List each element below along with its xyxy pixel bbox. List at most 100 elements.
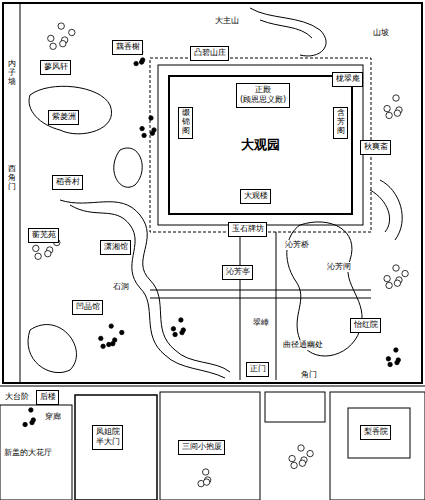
- building-name: 沁芳亭: [225, 267, 250, 277]
- building-name: 蘅芜苑: [31, 230, 56, 240]
- tree-symbol: [386, 112, 392, 118]
- tree-symbol: [394, 110, 400, 116]
- building-name: 正殿: [239, 85, 287, 95]
- hill: [28, 325, 76, 373]
- building-name: 三间小抱厦: [181, 442, 222, 452]
- courtyard: [75, 395, 157, 500]
- building-box: 正门: [246, 362, 269, 377]
- terrace-edge: [150, 58, 371, 232]
- place-label: 曲径通幽处: [282, 340, 324, 350]
- building-box: 正殿(顾恩思义殿): [236, 83, 290, 108]
- building-box: 三间小抱厦: [178, 440, 225, 455]
- place-label: 大主山: [214, 16, 240, 26]
- place-label: 石洞: [112, 282, 130, 292]
- tree-symbol: [384, 275, 390, 281]
- building-name: 秋爽斋: [363, 142, 388, 152]
- building-box: 凹晶馆: [72, 300, 103, 315]
- tree-symbol: [394, 348, 398, 352]
- place-label: 穿廊: [44, 412, 62, 422]
- building-name: 大观楼: [243, 191, 268, 201]
- tree-symbol: [394, 280, 400, 286]
- stream-bank: [70, 205, 225, 378]
- building-name: 藕香榭: [115, 42, 140, 52]
- place-label: 沁芳闸: [326, 262, 352, 272]
- building-name: 玉石牌坊: [231, 224, 264, 234]
- tree-symbol: [203, 479, 209, 485]
- tree-symbol: [149, 116, 153, 120]
- palace-compound: 大观园正殿(顾恩思义殿)缀锦阁含芳阁大观楼: [168, 75, 353, 215]
- tree-symbol: [307, 450, 313, 456]
- building-box: 凤姐院半大门: [92, 425, 123, 450]
- building-box: 怡红院: [350, 318, 381, 333]
- tree-symbol: [171, 327, 175, 331]
- tree-symbol: [402, 270, 408, 276]
- building-name: 凤姐院: [95, 427, 120, 437]
- tree-symbol: [299, 460, 305, 466]
- building-box: 大观楼: [240, 189, 271, 204]
- building-name: 缀锦阁: [182, 109, 190, 135]
- tree-symbol: [30, 420, 34, 424]
- building-name: 凸碧山庄: [193, 48, 226, 58]
- building-box: 栊翠庵: [332, 72, 363, 87]
- tree-symbol: [107, 342, 111, 346]
- tree-symbol: [134, 61, 138, 65]
- building-box: 缀锦阁: [178, 107, 193, 139]
- tree-symbol: [33, 245, 39, 251]
- tree-symbol: [48, 35, 54, 41]
- mansion-wall: [0, 386, 425, 387]
- cross-road: [150, 290, 371, 298]
- building-box: 蘅芜苑: [28, 228, 59, 243]
- tree-symbol: [45, 251, 51, 257]
- tree-symbol: [393, 95, 399, 101]
- tree-symbol: [384, 105, 390, 111]
- hill: [250, 8, 326, 56]
- tree-symbol: [60, 41, 66, 47]
- place-label: 山坡: [372, 28, 390, 38]
- building-name: 半大门: [95, 437, 120, 447]
- tree-symbol: [99, 336, 103, 340]
- tree-symbol: [386, 282, 392, 288]
- tree-symbol: [395, 360, 399, 364]
- tree-symbol: [50, 43, 56, 49]
- building-box: 紫菱洲: [48, 110, 79, 125]
- building-box: 秋爽斋: [360, 140, 391, 155]
- building-box: 含芳阁: [333, 107, 348, 139]
- building-box: 梨香院: [360, 425, 391, 440]
- tree-symbol: [179, 318, 183, 322]
- building-name: 后楼: [39, 392, 56, 402]
- gate-label: 西角门: [7, 165, 17, 191]
- place-label: 沁芳桥: [284, 240, 310, 250]
- stream: [60, 200, 230, 372]
- building-name: (顾恩思义殿): [239, 95, 287, 105]
- central-road: [240, 232, 276, 380]
- tree-group: [23, 23, 408, 487]
- building-name: 含芳阁: [337, 109, 345, 135]
- building-name: 潇湘馆: [103, 242, 128, 252]
- tree-symbol: [140, 126, 144, 130]
- pond: [29, 86, 112, 134]
- courtyard: [160, 392, 260, 500]
- building-name: 紫菱洲: [51, 112, 76, 122]
- place-label: 大台阶: [4, 392, 30, 402]
- tree-symbol: [69, 29, 75, 35]
- building-box: 后楼: [36, 390, 59, 405]
- gatehouse: [265, 392, 325, 422]
- building-name: 怡红院: [353, 320, 378, 330]
- building-box: 凸碧山庄: [190, 46, 229, 61]
- main-hall: [348, 408, 410, 458]
- tree-symbol: [289, 455, 295, 461]
- building-box: 潇湘馆: [100, 240, 131, 255]
- garden-wall: [3, 3, 422, 383]
- tree-symbol: [139, 60, 143, 64]
- tree-symbol: [120, 330, 124, 334]
- west-road: [20, 3, 21, 383]
- tree-symbol: [109, 324, 113, 328]
- palace-terrace: [158, 65, 363, 225]
- building-name: 凹晶馆: [75, 302, 100, 312]
- gate-label: 内子墙: [7, 60, 17, 86]
- tree-symbol: [58, 23, 64, 29]
- place-label: 角门: [300, 370, 318, 380]
- building-name: 正门: [249, 364, 266, 374]
- tree-symbol: [23, 422, 27, 426]
- tree-symbol: [101, 344, 105, 348]
